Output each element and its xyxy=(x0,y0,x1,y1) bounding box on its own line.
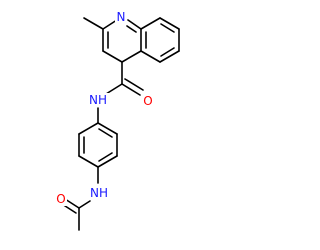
quinoline-nitrogen-label: N xyxy=(117,10,126,24)
acetamide-nh-label: NH xyxy=(90,186,108,200)
bond-c8a-n xyxy=(127,19,142,30)
bond-c6-c5-inner xyxy=(160,47,175,57)
bond-c4-c4a xyxy=(121,50,142,63)
carbonyl-oxygen-label: O xyxy=(143,94,152,108)
pyridine-ring xyxy=(102,17,142,63)
bond-c6-c5 xyxy=(159,50,180,63)
bond-r-3-inner xyxy=(98,152,113,162)
bond-r-1-inner xyxy=(98,128,113,138)
bond-c3-c4 xyxy=(102,50,123,63)
bond-r-4 xyxy=(78,155,99,168)
bond-camide-o-double xyxy=(124,78,144,91)
amide-nh-label: NH xyxy=(89,93,107,107)
bond-r-3 xyxy=(97,155,118,168)
bond-camide-o xyxy=(121,83,141,96)
bond-c8a-c8 xyxy=(140,17,161,30)
bond-c2-methyl xyxy=(83,17,104,30)
bond-nh-cacetyl xyxy=(78,200,91,209)
bond-c8-c7 xyxy=(159,17,180,30)
benzo-ring xyxy=(140,17,180,63)
bond-r-1 xyxy=(97,122,118,135)
bond-c8a-n-inner xyxy=(126,25,137,33)
structure-diagram: N O NH NH O xyxy=(55,10,180,231)
acetyl-oxygen-label: O xyxy=(56,192,65,206)
bond-c8-c7-inner xyxy=(160,23,175,33)
phenylene-ring xyxy=(78,122,118,168)
bond-c5-c4a xyxy=(140,50,161,63)
bond-camide-nh xyxy=(105,83,123,95)
bond-cacetyl-o xyxy=(64,198,80,209)
bond-r-6 xyxy=(78,122,99,135)
